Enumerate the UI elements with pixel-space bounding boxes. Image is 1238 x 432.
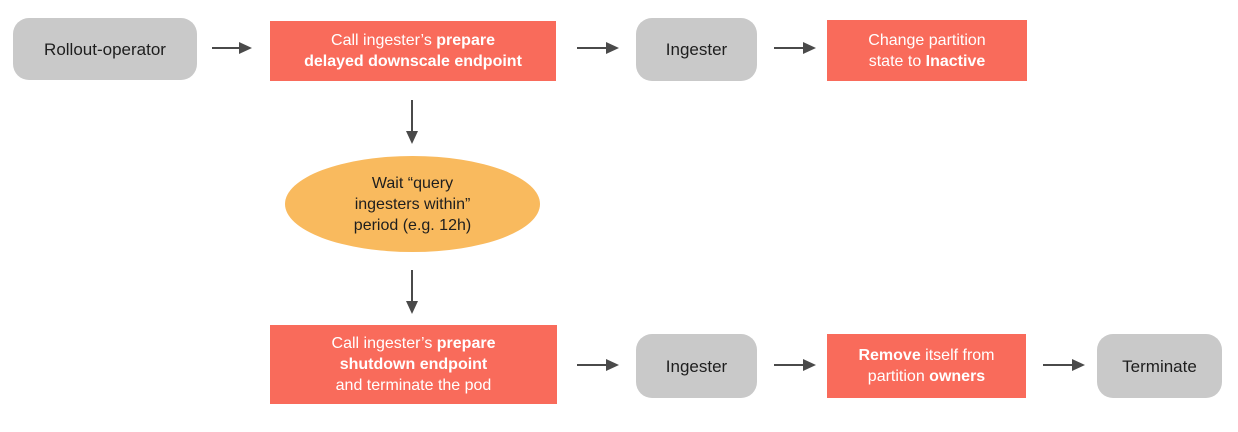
node-prepare-delayed-downscale: Call ingester’s prepare delayed downscal… [270, 21, 556, 81]
node-text-line: shutdown endpoint [340, 354, 488, 375]
arrow-remove-owners-to-terminate [1043, 358, 1085, 372]
arrow-shaft [577, 364, 608, 366]
node-text-regular: partition [867, 368, 930, 385]
arrow-head-icon [406, 131, 418, 144]
node-text-bold: prepare [436, 335, 496, 352]
node-text-line: Change partition [868, 30, 985, 51]
arrow-shaft [774, 47, 805, 49]
node-text-bold: delayed downscale endpoint [304, 53, 522, 70]
node-text-line: and terminate the pod [336, 375, 492, 396]
arrow-prepare-shutdown-to-ingester [577, 358, 619, 372]
node-rollout-operator-label: Rollout-operator [44, 39, 166, 59]
node-text-regular: itself from [920, 347, 995, 364]
arrow-shaft [212, 47, 241, 49]
node-rollout-operator: Rollout-operator [13, 18, 197, 80]
node-text-regular: and terminate the pod [335, 377, 492, 394]
arrow-wait-to-prepare-shutdown [405, 270, 419, 314]
node-prepare-shutdown: Call ingester’s prepare shutdown endpoin… [270, 325, 557, 404]
arrow-ingester-to-change-partition [774, 41, 816, 55]
arrow-prepare-downscale-to-wait [405, 100, 419, 144]
node-text-bold: owners [929, 368, 986, 385]
node-text-regular: Call ingester’s [331, 32, 437, 49]
arrow-prepare-downscale-to-ingester [577, 41, 619, 55]
arrow-ingester-to-remove-owners [774, 358, 816, 372]
node-text-regular: state to [868, 52, 926, 70]
arrow-shaft [1043, 364, 1074, 366]
arrow-head-icon [803, 42, 816, 54]
arrow-shaft [577, 47, 608, 49]
node-text-line: period (e.g. 12h) [353, 216, 472, 234]
node-text-line: delayed downscale endpoint [304, 51, 522, 72]
node-text-line: Call ingester’s prepare [331, 30, 495, 51]
arrow-shaft [774, 364, 805, 366]
node-text-regular: Change partition [868, 31, 986, 49]
node-text-line: ingesters within” [354, 195, 471, 213]
node-change-partition-state: Change partition state to Inactive [827, 20, 1027, 81]
arrow-head-icon [606, 359, 619, 371]
arrow-head-icon [606, 42, 619, 54]
arrow-rollout-to-prepare-downscale [212, 41, 252, 55]
arrow-head-icon [239, 42, 252, 54]
node-text-line: Remove itself from [858, 345, 994, 366]
arrow-head-icon [406, 301, 418, 314]
node-ingester-bottom-label: Ingester [665, 356, 728, 376]
arrow-shaft [411, 100, 413, 133]
node-remove-owners: Remove itself from partition owners [827, 334, 1026, 398]
node-text-bold: Remove [858, 347, 921, 364]
arrow-shaft [411, 270, 413, 303]
node-text-line: state to Inactive [869, 51, 986, 72]
node-text-line: Call ingester’s prepare [332, 333, 496, 354]
node-ingester-top-label: Ingester [665, 40, 728, 59]
node-text-line: partition owners [868, 366, 985, 387]
node-ingester-top: Ingester [636, 18, 757, 81]
node-ingester-bottom: Ingester [636, 334, 757, 398]
node-text-regular: Call ingester’s [331, 335, 437, 352]
node-text-bold: prepare [436, 32, 495, 49]
node-text-line: Wait “query [371, 174, 454, 192]
node-terminate: Terminate [1097, 334, 1222, 398]
node-wait-period: Wait “query ingesters within” period (e.… [285, 156, 540, 252]
arrow-head-icon [1072, 359, 1085, 371]
node-text-bold: Inactive [925, 52, 986, 70]
node-text-bold: shutdown endpoint [339, 356, 488, 373]
node-terminate-label: Terminate [1122, 356, 1197, 376]
arrow-head-icon [803, 359, 816, 371]
